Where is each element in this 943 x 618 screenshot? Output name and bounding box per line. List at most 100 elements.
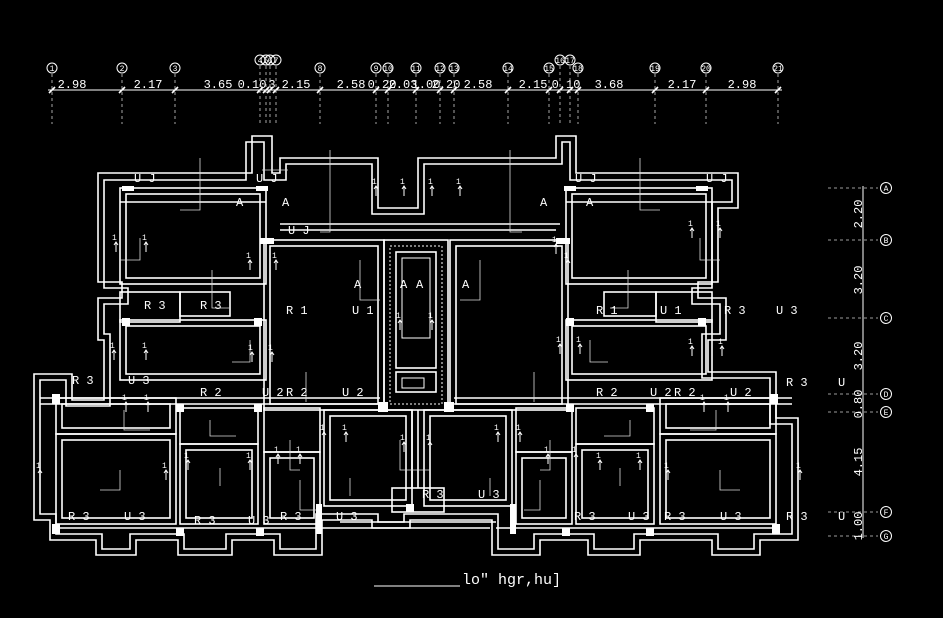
section-mark-label: 1 bbox=[400, 434, 405, 443]
label-r2-1: R 2 bbox=[200, 386, 222, 400]
label-r3-1: R 3 bbox=[144, 299, 166, 313]
grid-bubble-label: 20 bbox=[701, 65, 711, 74]
section-arrow-icon bbox=[565, 259, 571, 270]
label-a-2: A bbox=[282, 196, 290, 210]
grid-bubble bbox=[649, 62, 661, 74]
section-arrow-icon bbox=[113, 241, 119, 252]
label-r3-8: R 3 bbox=[194, 514, 216, 528]
label-u3-3: U 3 bbox=[478, 488, 500, 502]
bubble-F: F bbox=[884, 509, 889, 518]
section-arrow-icon bbox=[273, 259, 279, 270]
dim-top-10: 1.00 bbox=[412, 78, 441, 92]
label-u3-1: U 3 bbox=[776, 304, 798, 318]
dim-top-14: 0.10 bbox=[552, 78, 581, 92]
label-uj-4: U J bbox=[575, 172, 597, 186]
section-arrow-icon bbox=[427, 441, 433, 452]
dim-top-8: 0.20 bbox=[368, 78, 397, 92]
section-arrow-icon bbox=[143, 241, 149, 252]
dim-right-1: 2.20 bbox=[852, 200, 866, 229]
dim-top-7: 2.58 bbox=[337, 78, 366, 92]
grid-bubble-label: 17 bbox=[565, 57, 575, 66]
section-arrow-icon bbox=[143, 349, 149, 360]
section-arrow-icon bbox=[573, 453, 579, 464]
grid-bubble bbox=[564, 54, 576, 66]
dim-right-3: 3.20 bbox=[852, 342, 866, 371]
top-extension-dashes bbox=[51, 66, 779, 124]
section-mark-label: 1 bbox=[576, 336, 581, 345]
section-arrow-icon bbox=[797, 469, 803, 480]
section-arrow-icon bbox=[111, 349, 117, 360]
grid-bubble-label: 2 bbox=[120, 65, 125, 74]
section-mark-label: 1 bbox=[556, 336, 561, 345]
section-mark-label: 1 bbox=[372, 178, 377, 187]
section-mark-label: 1 bbox=[122, 394, 127, 403]
grid-bubble bbox=[46, 62, 58, 74]
dimension-tick bbox=[702, 86, 710, 94]
section-mark-label: 1 bbox=[142, 342, 147, 351]
grid-bubble-label: 14 bbox=[503, 65, 513, 74]
section-mark-label: 1 bbox=[36, 462, 41, 471]
section-mark-label: 1 bbox=[688, 220, 693, 229]
grid-bubble bbox=[572, 62, 584, 74]
label-uj-1: U J bbox=[134, 172, 156, 186]
grid-bubble bbox=[543, 62, 555, 74]
label-r1-1: R 1 bbox=[286, 304, 308, 318]
label-r3-10: R 3 bbox=[574, 510, 596, 524]
section-arrow-icon bbox=[269, 351, 275, 362]
section-mark-label: 1 bbox=[112, 234, 117, 243]
dimension-tick bbox=[316, 86, 324, 94]
bubble-G: G bbox=[884, 533, 889, 542]
section-arrow-icon bbox=[457, 185, 463, 196]
label-r2-4: R 2 bbox=[674, 386, 696, 400]
grid-bubble-label: 6 bbox=[268, 57, 273, 66]
right-dimension-chain: 2.20 3.20 3.20 0.80 4.15 1.00 bbox=[828, 186, 878, 540]
section-mark-label: 1 bbox=[272, 252, 277, 261]
floor-plan-outline bbox=[33, 135, 799, 556]
label-uj-3: U J bbox=[288, 224, 310, 238]
section-mark-label: 1 bbox=[688, 338, 693, 347]
label-u1-1: U 1 bbox=[352, 304, 374, 318]
dimension-tick bbox=[545, 86, 553, 94]
dimension-tick bbox=[118, 86, 126, 94]
label-a-3: A bbox=[540, 196, 548, 210]
title-text: lo" hgr,hu] bbox=[462, 572, 561, 589]
section-mark-label: 1 bbox=[268, 344, 273, 353]
section-arrow-icon bbox=[725, 401, 731, 412]
section-arrow-icon bbox=[123, 401, 129, 412]
dim-right-5: 4.15 bbox=[852, 448, 866, 477]
section-mark-label: 1 bbox=[596, 452, 601, 461]
dimension-tick bbox=[774, 86, 782, 94]
grid-bubble-label: 15 bbox=[544, 65, 554, 74]
grid-bubble-label: 16 bbox=[555, 57, 565, 66]
label-r3-9: R 3 bbox=[280, 510, 302, 524]
section-mark-label: 1 bbox=[274, 446, 279, 455]
label-a-6: A bbox=[400, 278, 408, 292]
section-arrow-icon bbox=[689, 345, 695, 356]
grid-bubble-label: 12 bbox=[435, 65, 445, 74]
grid-bubble-label: 13 bbox=[449, 65, 459, 74]
dim-top-3: 3.65 bbox=[204, 78, 233, 92]
grid-bubble-label: 10 bbox=[383, 65, 393, 74]
section-mark-label: 1 bbox=[144, 394, 149, 403]
section-mark-label: 1 bbox=[544, 446, 549, 455]
section-mark-label: 1 bbox=[246, 452, 251, 461]
label-a-7: A bbox=[416, 278, 424, 292]
section-mark-label: 1 bbox=[428, 312, 433, 321]
label-u3-5: U 3 bbox=[248, 514, 270, 528]
section-mark-label: 1 bbox=[700, 394, 705, 403]
label-a-1: A bbox=[236, 196, 244, 210]
grid-bubble bbox=[502, 62, 514, 74]
label-a-4: A bbox=[586, 196, 594, 210]
label-u2-1: U 2 bbox=[262, 386, 284, 400]
dim-top-17: 2.98 bbox=[728, 78, 757, 92]
dim-top-12: 2.58 bbox=[464, 78, 493, 92]
section-arrow-icon bbox=[701, 401, 707, 412]
section-mark-label: 1 bbox=[110, 342, 115, 351]
label-u1-2: U 1 bbox=[660, 304, 682, 318]
section-arrow-icon bbox=[401, 441, 407, 452]
section-arrow-icon bbox=[665, 469, 671, 480]
section-arrow-icon bbox=[577, 343, 583, 354]
